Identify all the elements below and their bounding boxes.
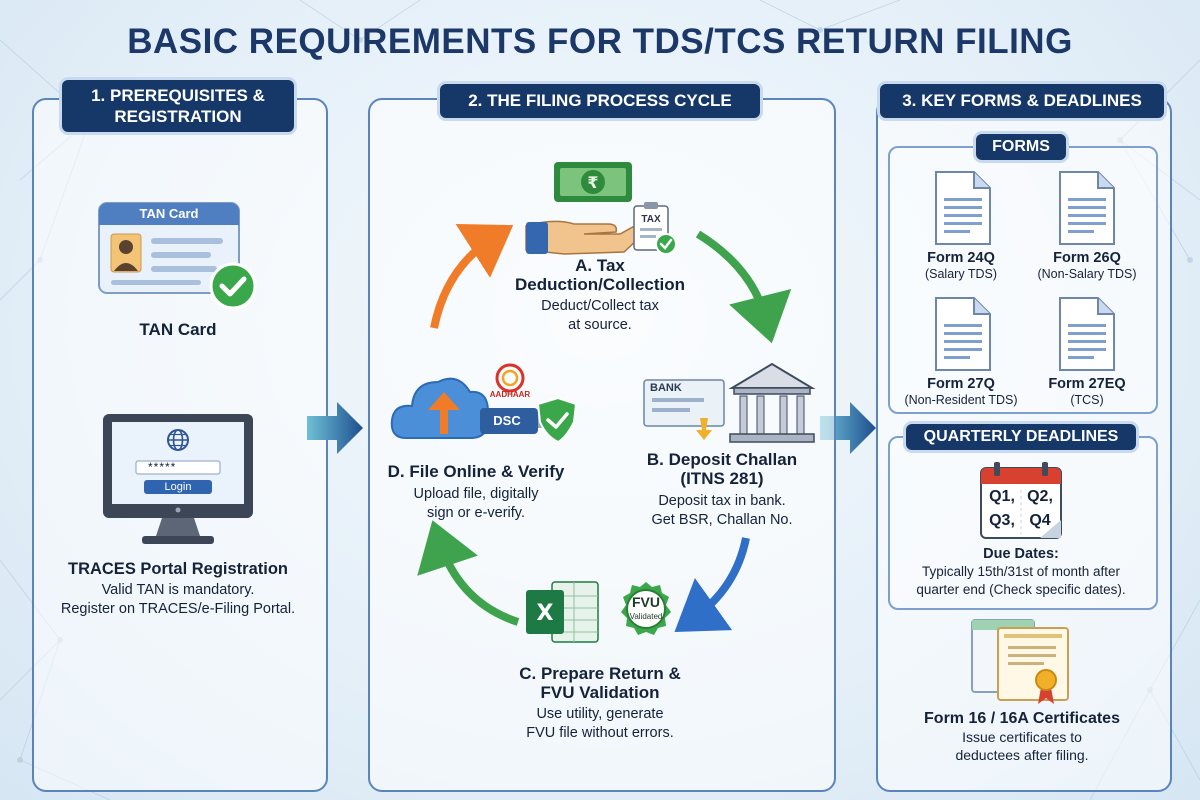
form-27eq-document-icon [1059, 297, 1115, 371]
certificates-title: Form 16 / 16A Certificates [924, 710, 1120, 727]
login-button[interactable]: Login [164, 481, 192, 493]
deposit-challan-illustration: BANK [640, 360, 816, 450]
form-27q-desc: (Non-Resident TDS) [904, 393, 1018, 407]
prerequisites-heading: 1. PREREQUISITES & REGISTRATION [62, 80, 294, 132]
password-field[interactable]: ***** [148, 460, 177, 474]
prerequisites-heading-line2: REGISTRATION [114, 107, 242, 126]
arrow-c-to-d [417, 520, 520, 626]
fvu-badge-label: FVU [632, 594, 660, 610]
fvu-validation-illustration: X FVU Validated [522, 578, 682, 650]
step-c-desc-1: Use utility, generate [536, 706, 664, 722]
aadhaar-label: AADHAAR [489, 390, 531, 399]
calendar-icon: Q1, Q2, Q3, Q4 [978, 460, 1066, 542]
globe-icon [167, 429, 189, 451]
tax-document-label: TAX [641, 214, 661, 225]
step-b-desc-1: Deposit tax in bank. [658, 493, 786, 509]
form-27eq-name: Form 27EQ [1048, 376, 1126, 392]
fvu-badge-sublabel: Validated [629, 612, 663, 621]
step-a-title-1: A. Tax [575, 256, 625, 275]
form-26q-desc: (Non-Salary TDS) [1037, 267, 1137, 281]
step-b-desc-2: Get BSR, Challan No. [651, 512, 793, 528]
traces-registration-desc-1: Valid TAN is mandatory. [101, 582, 255, 598]
form-24q-desc: (Salary TDS) [924, 267, 997, 281]
file-online-illustration: AADHAAR DSC [388, 360, 578, 450]
due-dates-desc-2: quarter end (Check specific dates). [916, 582, 1126, 597]
certificates-desc-1: Issue certificates to [962, 729, 1082, 745]
arrow-a-to-b [695, 230, 792, 344]
tan-card-illustration: TAN Card [97, 200, 267, 310]
form-27eq-desc: (TCS) [1070, 393, 1104, 407]
tax-document-icon [633, 202, 677, 255]
step-c-title-2: FVU Validation [540, 683, 660, 702]
dsc-label: DSC [493, 413, 521, 428]
filing-process-panel [368, 98, 836, 792]
step-b-title-1: B. Deposit Challan [646, 450, 798, 469]
panel-transition-arrow-2-icon [820, 402, 876, 454]
filing-process-heading: 2. THE FILING PROCESS CYCLE [440, 84, 760, 118]
tan-card-header-text: TAN Card [139, 206, 199, 221]
quarter-q1: Q1, [989, 488, 1015, 505]
step-a-desc-1: Deduct/Collect tax [541, 298, 659, 314]
traces-registration-title: TRACES Portal Registration [67, 560, 289, 578]
step-b-title-2: (ITNS 281) [680, 469, 764, 488]
step-c-title-1: C. Prepare Return & [519, 664, 681, 683]
due-dates-title: Due Dates: [983, 546, 1059, 562]
form-24q-name: Form 24Q [927, 250, 995, 266]
form-27q-name: Form 27Q [927, 376, 995, 392]
forms-heading: FORMS [976, 134, 1066, 160]
traces-registration-desc-2: Register on TRACES/e-Filing Portal. [60, 601, 296, 617]
deadlines-heading: QUARTERLY DEADLINES [906, 424, 1136, 450]
bank-cheque-label: BANK [650, 382, 682, 394]
step-d-desc-2: sign or e-verify. [426, 505, 526, 521]
tan-card-label: TAN Card [139, 320, 217, 339]
step-a-desc-2: at source. [568, 317, 632, 333]
quarter-q4: Q4 [1029, 512, 1051, 529]
quarter-q3: Q3, [989, 512, 1015, 529]
form-26q-name: Form 26Q [1053, 250, 1121, 266]
panel-transition-arrow-1-icon [307, 402, 363, 454]
computer-illustration: ***** Login [100, 412, 256, 548]
certificate-icon [971, 619, 1069, 704]
step-d-desc-1: Upload file, digitally [413, 486, 539, 502]
step-d-title: D. File Online & Verify [387, 462, 565, 481]
certificates-desc-2: deductees after filing. [955, 747, 1089, 763]
due-dates-desc-1: Typically 15th/31st of month after [921, 564, 1121, 579]
form-26q-document-icon [1059, 171, 1115, 245]
cycle-arrows [417, 223, 792, 632]
arrow-d-to-a [430, 223, 514, 329]
step-a-title-2: Deduction/Collection [515, 275, 685, 294]
page-title: BASIC REQUIREMENTS FOR TDS/TCS RETURN FI… [127, 22, 1073, 61]
check-circle-icon [209, 262, 257, 310]
tax-deduction-illustration: ₹ TAX [524, 160, 684, 260]
svg-text:₹: ₹ [587, 173, 598, 192]
quarter-q2: Q2, [1027, 488, 1053, 505]
svg-text:X: X [537, 601, 554, 626]
form-24q-document-icon [935, 171, 991, 245]
arrow-b-to-c [674, 537, 750, 632]
prerequisites-heading-line1: 1. PREREQUISITES & [91, 86, 265, 105]
form-27q-document-icon [935, 297, 991, 371]
forms-deadlines-heading: 3. KEY FORMS & DEADLINES [880, 84, 1164, 118]
step-c-desc-2: FVU file without errors. [526, 725, 674, 741]
